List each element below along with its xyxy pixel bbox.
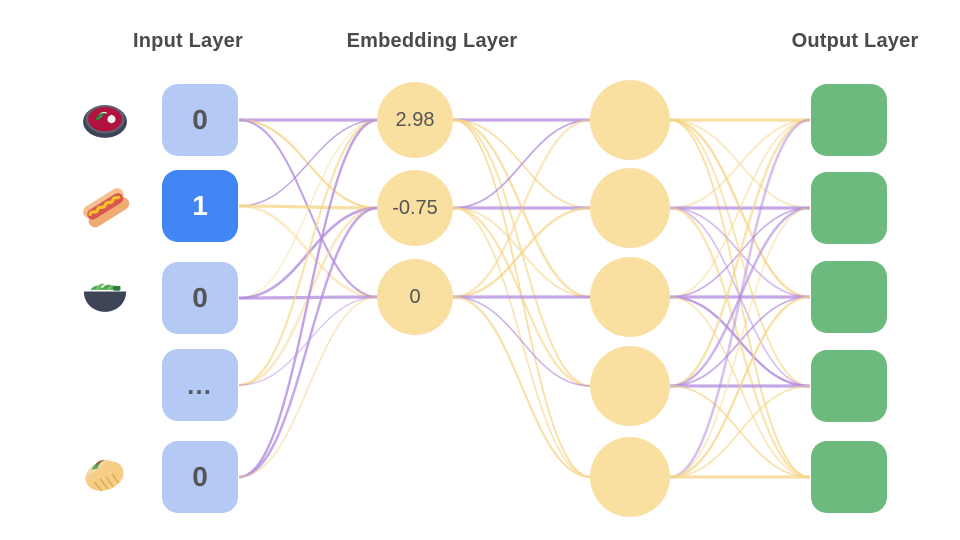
input-node-1[interactable]: 1 <box>162 170 238 242</box>
input-layer-title: Input Layer <box>133 30 243 52</box>
connection-edge <box>669 295 811 479</box>
connection-edge <box>238 296 379 478</box>
embedding-node-0-value: 2.98 <box>395 108 435 131</box>
hidden-node-0[interactable] <box>590 80 670 160</box>
connection-edge <box>452 119 592 209</box>
input-node-2-value: 0 <box>192 282 208 313</box>
embedding-node-1-value: -0.75 <box>392 196 438 219</box>
soup-bowl-icon <box>79 94 131 146</box>
hidden-node-3[interactable] <box>590 346 670 426</box>
hidden-node-2[interactable] <box>590 257 670 337</box>
connection-edge <box>452 295 592 479</box>
connection-edge <box>669 118 811 210</box>
output-node-2[interactable] <box>811 261 887 333</box>
connection-edge <box>669 118 811 479</box>
green-salad-icon <box>79 272 131 324</box>
hot-dog-icon <box>79 180 131 232</box>
connection-edge <box>238 118 379 387</box>
input-node-4[interactable]: 0 <box>162 441 238 513</box>
input-node-3-value: … <box>186 369 214 400</box>
embedding-layer-title: Embedding Layer <box>346 30 518 52</box>
connection-edge <box>452 118 592 299</box>
connection-edge <box>669 118 811 388</box>
connection-edge <box>669 118 811 210</box>
connection-edge <box>238 118 379 479</box>
connection-edge <box>238 206 379 479</box>
connection-edge <box>238 118 379 210</box>
connection-edge <box>669 207 811 478</box>
connection-edge <box>669 296 811 387</box>
output-node-4[interactable] <box>811 441 887 513</box>
input-node-0-value: 0 <box>192 104 208 135</box>
output-layer-title: Output Layer <box>791 30 919 52</box>
connection-edge <box>238 119 379 299</box>
input-node-0[interactable]: 0 <box>162 84 238 156</box>
embedding-node-0[interactable]: 2.98 <box>377 82 453 158</box>
burrito-icon <box>79 451 131 503</box>
connection-edge <box>238 119 379 207</box>
hidden-node-4[interactable] <box>590 437 670 517</box>
connection-edge <box>669 119 811 298</box>
input-node-ellipsis[interactable]: … <box>162 349 238 421</box>
input-node-1-value: 1 <box>192 190 208 221</box>
connection-edge <box>669 384 811 479</box>
embedding-node-1[interactable]: -0.75 <box>377 170 453 246</box>
connection-edge <box>238 204 379 210</box>
connection-edge <box>452 206 592 299</box>
input-node-4-value: 0 <box>192 461 208 492</box>
connection-edge <box>452 296 592 387</box>
output-node-3[interactable] <box>811 350 887 422</box>
output-node-1[interactable] <box>811 172 887 244</box>
output-node-0[interactable] <box>811 84 887 156</box>
embedding-node-2[interactable]: 0 <box>377 259 453 335</box>
input-node-2[interactable]: 0 <box>162 262 238 334</box>
embedding-node-2-value: 0 <box>409 285 421 308</box>
hidden-node-1[interactable] <box>590 168 670 248</box>
